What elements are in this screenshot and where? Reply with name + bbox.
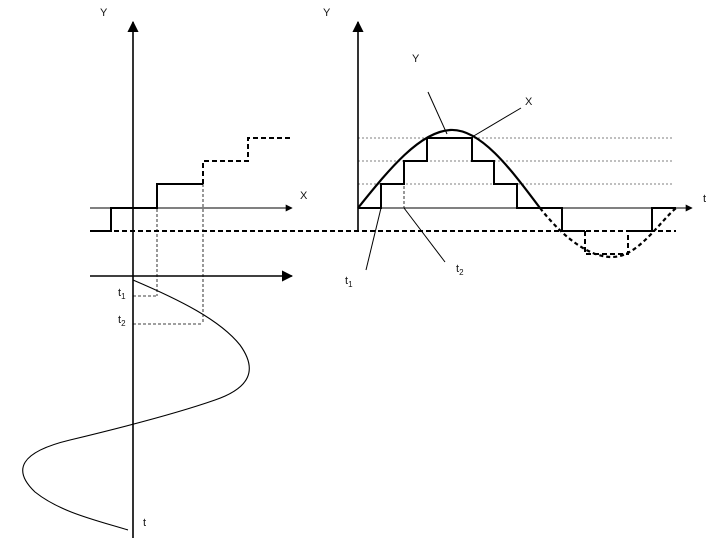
left-x-axis-label: X [300,190,308,202]
left-y-axis-label: Y [100,7,108,19]
right-t-axis-label: t [703,193,706,205]
left-t1-label: t1 [118,287,126,301]
left-staircase-dashed [202,137,292,184]
right-x-curve-label: X [525,96,533,108]
right-y-curve-pointer [427,91,448,135]
left-t-axis-label: t [143,517,146,529]
analog-signal-solid [357,128,541,209]
right-staircase-dashed [584,231,629,255]
left-input-signal-curve [22,279,250,531]
right-x-curve-pointer [471,107,522,138]
right-y-axis-label: Y [323,7,331,19]
left-panel: Y X t1 t2 t [22,7,308,538]
right-t2-label: t2 [456,263,464,277]
right-t2-pointer [403,207,446,263]
right-t1-pointer [365,207,382,271]
right-staircase-tail [628,207,676,232]
right-staircase [358,137,585,232]
left-t2-label: t2 [118,314,126,328]
right-t1-label: t1 [345,275,353,289]
right-panel: Y t Y X t1 t2 [323,7,706,289]
right-y-curve-label: Y [412,53,420,65]
analog-signal-dashed [539,207,677,259]
